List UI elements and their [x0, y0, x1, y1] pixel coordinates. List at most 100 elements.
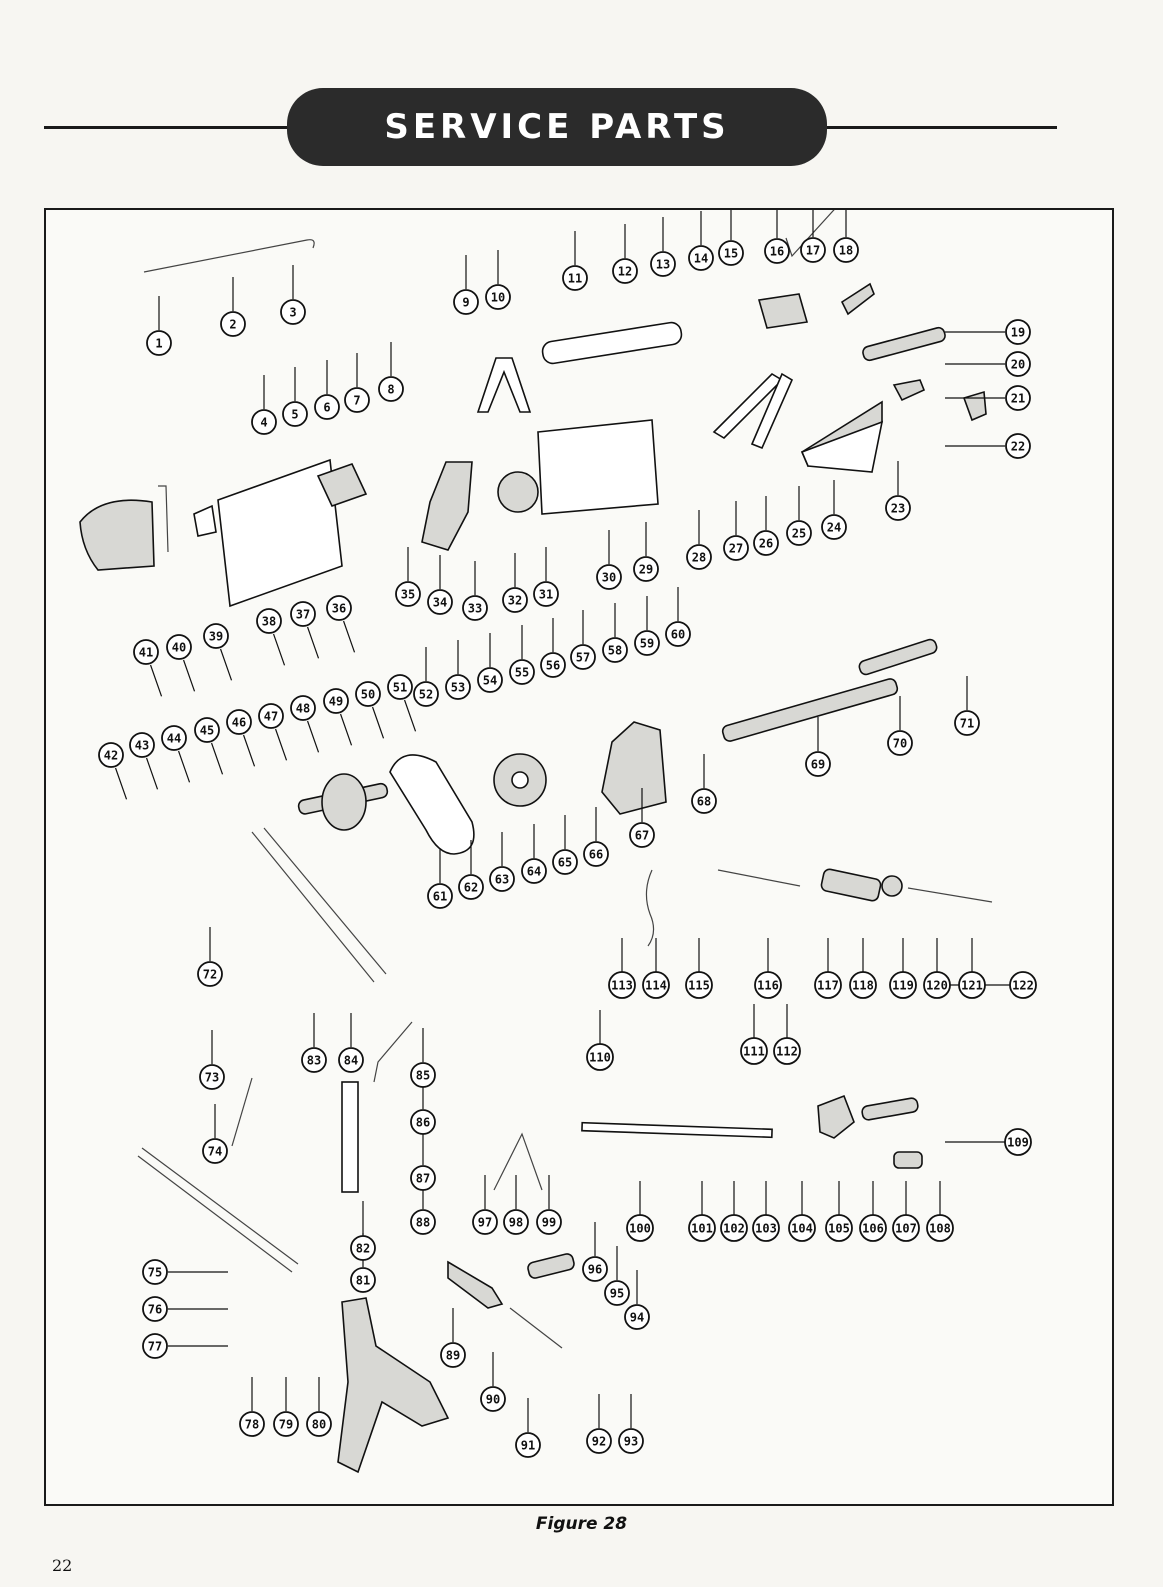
callout-part-73: 73 [199, 1064, 225, 1090]
callout-part-46: 46 [226, 709, 252, 735]
callout-number: 102 [723, 1222, 745, 1236]
callout-number: 116 [757, 979, 779, 993]
callout-number: 48 [296, 702, 310, 716]
callout-circle [552, 849, 578, 875]
callout-circle [688, 1214, 716, 1242]
callout-number: 5 [291, 408, 298, 422]
callout-circle [533, 581, 559, 607]
part-block-6 [316, 463, 368, 507]
callout-part-99: 99 [536, 1209, 562, 1235]
callout-circle [445, 674, 471, 700]
callout-number: 63 [495, 873, 509, 887]
callout-circle [378, 376, 404, 402]
part-strap-84 [341, 1081, 359, 1193]
leader-line [403, 699, 417, 732]
callout-part-29: 29 [633, 556, 659, 582]
header-banner: SERVICE PARTS [287, 88, 827, 166]
callout-circle [821, 514, 847, 540]
callout-circle [251, 409, 277, 435]
callout-number: 12 [618, 265, 632, 279]
callout-circle [226, 709, 252, 735]
callout-number: 65 [558, 856, 572, 870]
callout-part-56: 56 [540, 652, 566, 678]
leader-lines [114, 210, 1010, 1432]
callout-part-107: 107 [892, 1214, 920, 1242]
callout-circle [540, 652, 566, 678]
callout-circle [472, 1209, 498, 1235]
callout-circle [521, 858, 547, 884]
callout-part-51: 51 [387, 674, 413, 700]
callout-part-32: 32 [502, 587, 528, 613]
callout-part-59: 59 [634, 630, 660, 656]
callout-part-67: 67 [629, 822, 655, 848]
part-bracket-16 [757, 293, 809, 329]
callout-circle [691, 788, 717, 814]
callout-part-25: 25 [786, 520, 812, 546]
callout-circle [98, 742, 124, 768]
callout-circle [849, 971, 877, 999]
callout-number: 25 [792, 527, 806, 541]
callout-number: 46 [232, 716, 246, 730]
callout-number: 75 [148, 1266, 162, 1280]
callout-number: 100 [629, 1222, 651, 1236]
callout-circle [626, 1214, 654, 1242]
part-illustrations [79, 239, 993, 1474]
callout-number: 85 [416, 1069, 430, 1083]
callout-circle [410, 1109, 436, 1135]
callout-part-98: 98 [503, 1209, 529, 1235]
callout-number: 97 [478, 1216, 492, 1230]
callout-number: 89 [446, 1349, 460, 1363]
callout-number: 28 [692, 551, 706, 565]
header-rule-left [44, 126, 287, 129]
leader-line [177, 750, 191, 783]
part-arm-97 [447, 1260, 504, 1309]
part-bracket-105 [817, 1094, 855, 1139]
callout-circle [350, 1267, 376, 1293]
callout-number: 13 [656, 258, 670, 272]
callout-part-87: 87 [410, 1165, 436, 1191]
callout-circle [642, 971, 670, 999]
callout-part-88: 88 [410, 1209, 436, 1235]
callout-part-109: 109 [1004, 1128, 1032, 1156]
callout-number: 18 [839, 244, 853, 258]
part-belt-52 [389, 754, 475, 855]
callout-part-104: 104 [788, 1214, 816, 1242]
callout-number: 77 [148, 1340, 162, 1354]
leader-line [371, 706, 385, 739]
part-cover-41 [79, 499, 155, 571]
callout-circle [410, 1165, 436, 1191]
callout-circle [1005, 319, 1031, 345]
callout-number: 3 [289, 306, 296, 320]
callout-circle [282, 401, 308, 427]
leader-line [145, 757, 159, 790]
callout-circle [954, 710, 980, 736]
callout-circle [720, 1214, 748, 1242]
callout-circle [723, 535, 749, 561]
callout-number: 67 [635, 829, 649, 843]
callout-number: 50 [361, 688, 375, 702]
part-arm-34 [421, 461, 473, 551]
callout-number: 122 [1012, 979, 1034, 993]
callout-part-26: 26 [753, 530, 779, 556]
callout-circle [202, 1138, 228, 1164]
callout-circle [350, 1235, 376, 1261]
callout-part-11: 11 [562, 265, 588, 291]
callout-number: 58 [608, 644, 622, 658]
callout-part-30: 30 [596, 564, 622, 590]
part-rod-72b [263, 827, 387, 975]
callout-circle [502, 587, 528, 613]
callout-part-65: 65 [552, 849, 578, 875]
callout-number: 49 [329, 695, 343, 709]
callout-circle [612, 258, 638, 284]
callout-circle [344, 387, 370, 413]
callout-number: 69 [811, 758, 825, 772]
part-pin-109 [861, 1097, 919, 1121]
callout-number: 31 [539, 588, 553, 602]
callout-part-96: 96 [582, 1256, 608, 1282]
part-pulley-31 [497, 471, 539, 513]
callout-circle [410, 1209, 436, 1235]
leader-line [149, 664, 163, 697]
leader-line [306, 626, 320, 659]
callout-number: 19 [1011, 326, 1025, 340]
part-arm-20 [892, 379, 926, 402]
